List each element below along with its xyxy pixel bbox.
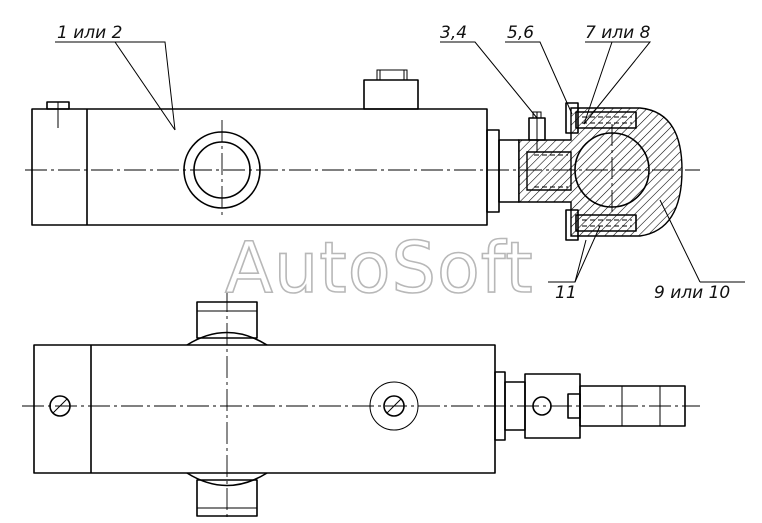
callout-3-4: 3,4 [440,23,467,43]
callout-1-or-2: 1 или 2 [57,23,122,43]
bolt-lower [575,214,637,232]
top-fitting-boss [363,79,419,110]
bolt-upper [575,111,637,129]
callout-9-or-10: 9 или 10 [654,283,730,303]
top-view [25,69,700,241]
cylinder-body-bottom [33,344,496,474]
callout-11: 11 [555,283,577,303]
callout-7-or-8: 7 или 8 [585,23,651,43]
leader-lines [55,41,745,283]
callout-5-6: 5,6 [507,23,534,43]
bottom-view [22,290,700,520]
watermark: AutoSoft [225,227,534,309]
